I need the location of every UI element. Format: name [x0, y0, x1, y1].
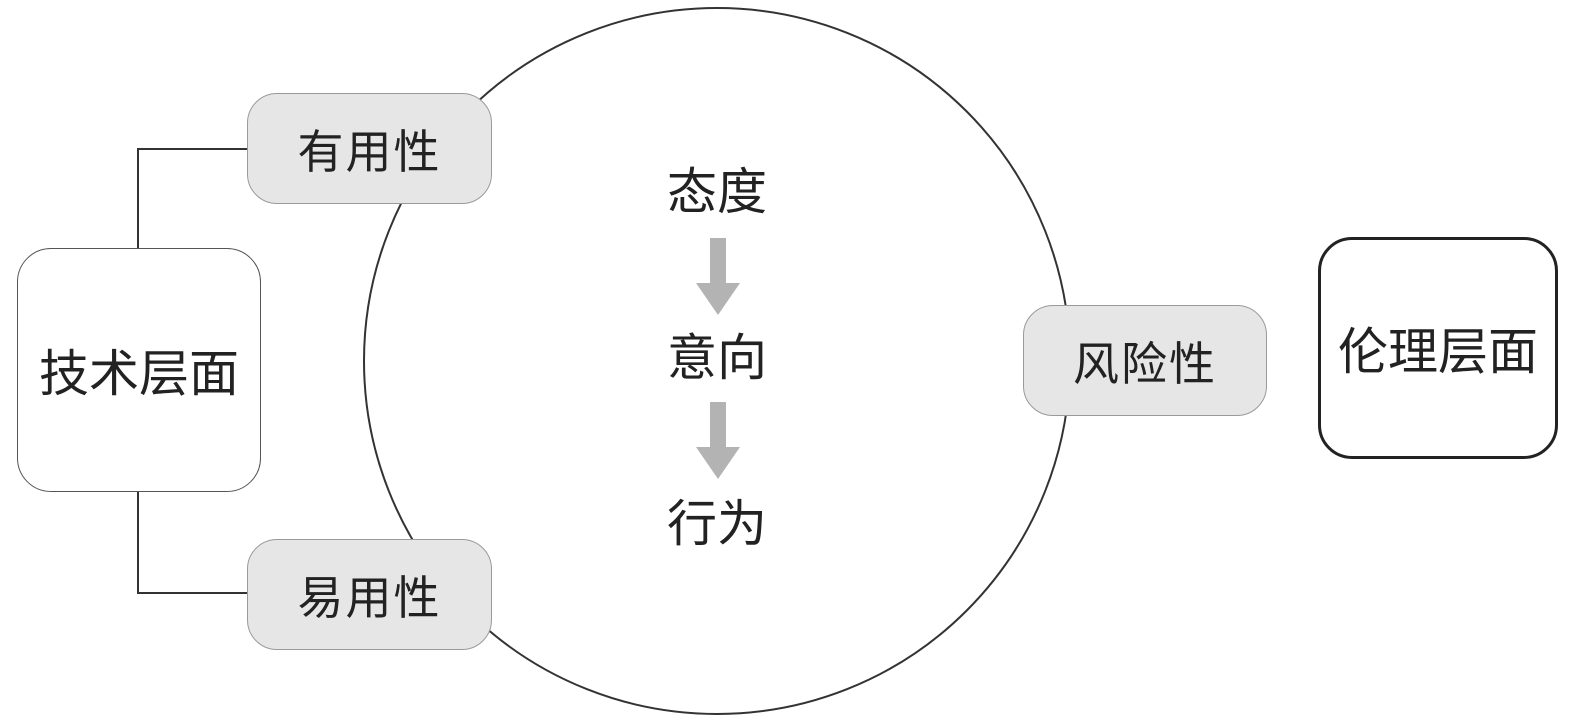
arrow-attitude-to-intention: [696, 238, 740, 315]
behavior-label: 行为: [667, 495, 767, 553]
technical-level-label: 技术层面: [39, 345, 239, 403]
technical-level-box: 技术层面: [17, 248, 261, 492]
intention-label: 意向: [667, 329, 767, 387]
ethical-level-label: 伦理层面: [1338, 323, 1538, 381]
ethical-level-box: 伦理层面: [1318, 237, 1558, 459]
connector-tech-to-ease: [137, 492, 247, 594]
usefulness-label: 有用性: [297, 124, 442, 179]
usefulness-factor-box: 有用性: [247, 93, 492, 204]
ease-of-use-factor-box: 易用性: [247, 539, 492, 650]
attitude-label: 态度: [667, 163, 767, 221]
arrow-intention-to-behavior: [696, 402, 740, 479]
ease-of-use-label: 易用性: [297, 570, 442, 625]
risk-factor-box: 风险性: [1023, 305, 1267, 416]
risk-label: 风险性: [1073, 336, 1217, 391]
connector-tech-to-usefulness: [137, 148, 247, 248]
